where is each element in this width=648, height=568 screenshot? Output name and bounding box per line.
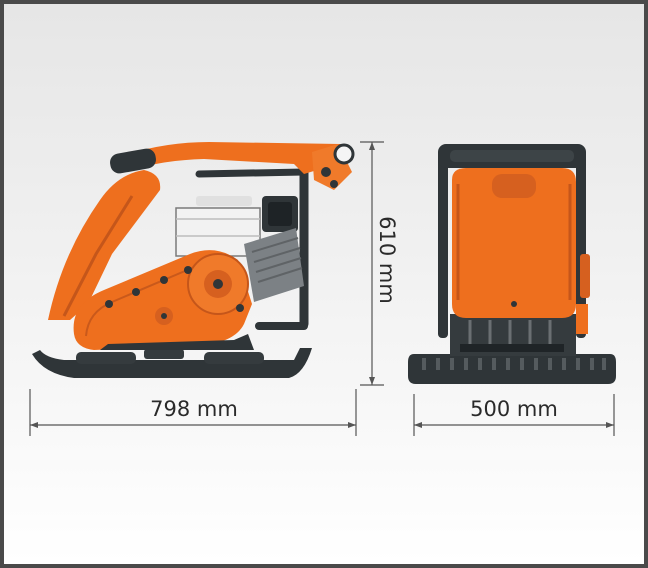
front-side-housing bbox=[580, 254, 590, 298]
length-dimension-label: 798 mm bbox=[150, 397, 238, 421]
front-hood-bolt bbox=[511, 301, 517, 307]
side-handle-grip bbox=[110, 148, 156, 174]
side-hood-edge bbox=[62, 195, 134, 317]
front-plate-ribs bbox=[422, 358, 606, 370]
front-frame-left bbox=[438, 152, 448, 338]
side-base-plate bbox=[32, 348, 312, 378]
width-dimension-label: 500 mm bbox=[470, 397, 558, 421]
side-belt-guard-hood bbox=[48, 170, 161, 320]
side-handle-arm bbox=[122, 142, 351, 174]
dimension-lines bbox=[29, 141, 615, 436]
side-housing-bolts bbox=[105, 266, 244, 325]
side-shock-mounts bbox=[76, 349, 264, 364]
height-dimension-label: 610 mm bbox=[375, 216, 399, 304]
front-handle-grip bbox=[450, 150, 574, 162]
front-hood bbox=[452, 168, 576, 318]
front-lower-mechanism bbox=[450, 314, 576, 356]
side-lower-casing bbox=[100, 334, 254, 350]
plate-compactor-dimension-diagram: 798 mm 500 mm 610 mm bbox=[29, 141, 616, 436]
dimension-ticks bbox=[30, 142, 614, 428]
front-view-illustration bbox=[408, 144, 616, 384]
front-hood-emblem bbox=[492, 174, 536, 198]
side-pulley-cover bbox=[187, 253, 249, 315]
side-engine bbox=[175, 196, 304, 302]
side-view-illustration bbox=[32, 142, 355, 378]
front-side-plate bbox=[576, 304, 588, 334]
side-pivot-bracket bbox=[312, 143, 355, 190]
